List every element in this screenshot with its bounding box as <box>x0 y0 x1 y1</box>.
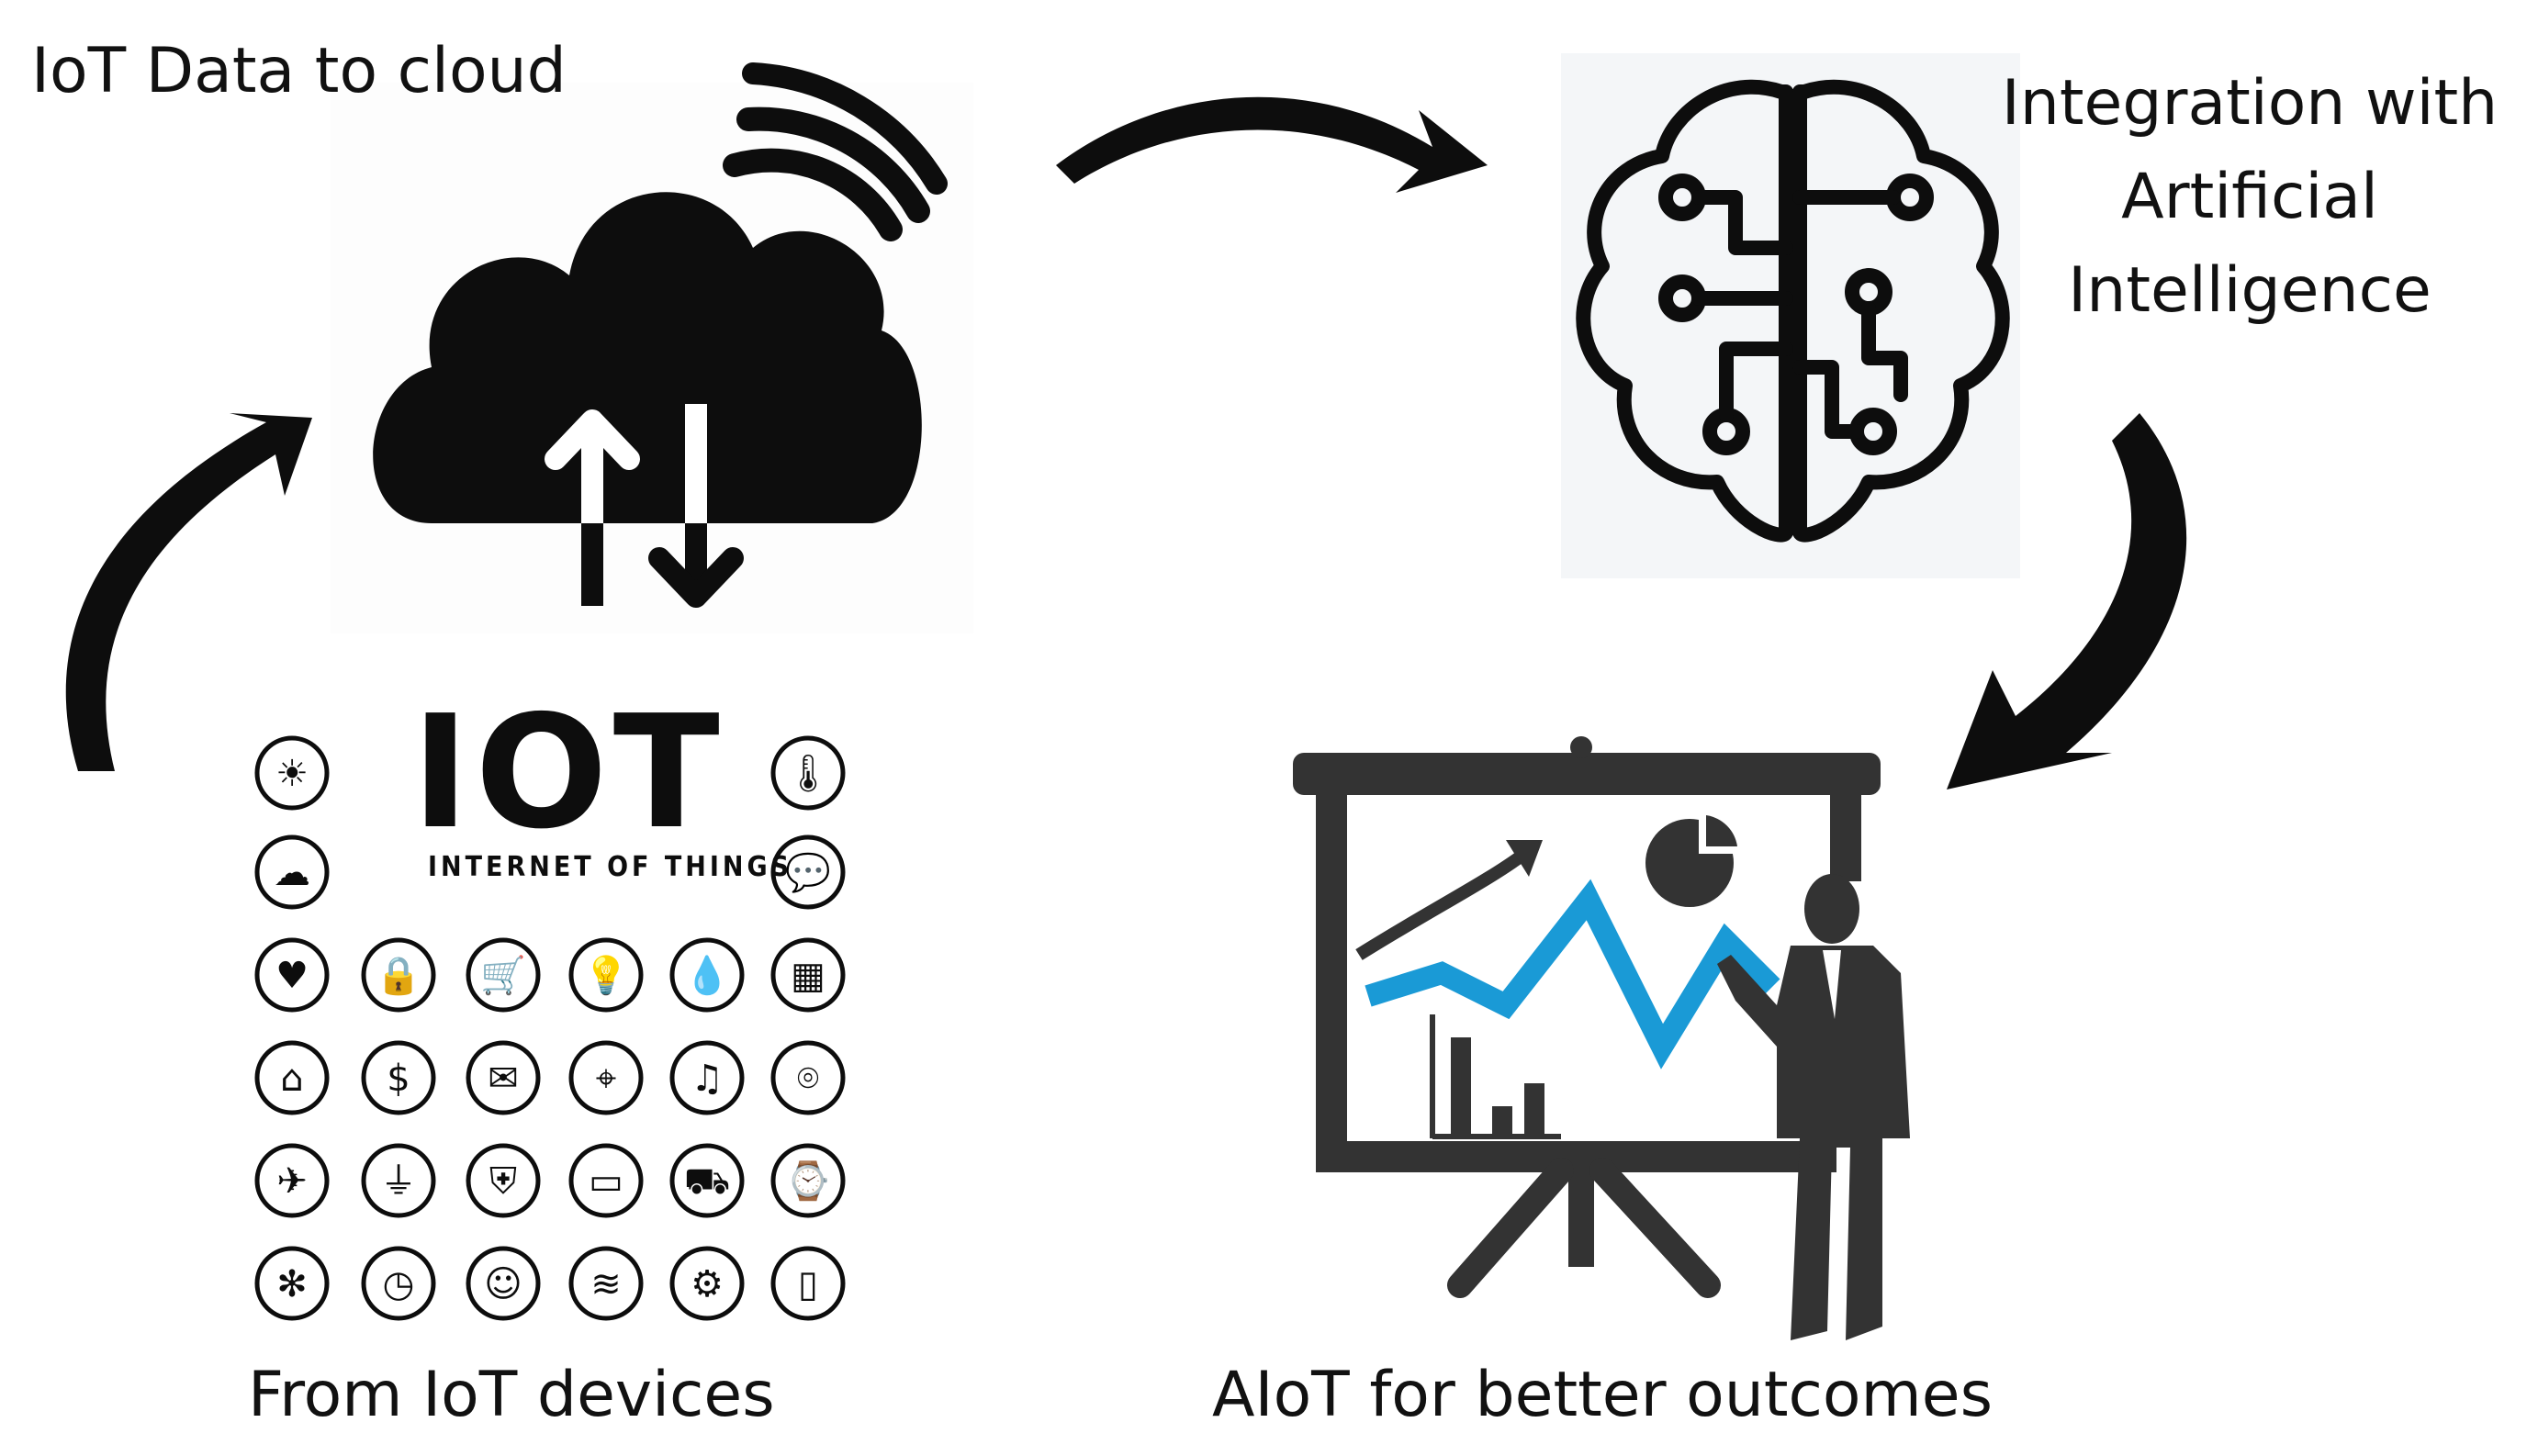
user-icon: ☺ <box>466 1246 541 1321</box>
weather-icon: ☀ <box>254 735 330 811</box>
svg-text:≋: ≋ <box>590 1263 622 1305</box>
gear-icon: ⚙ <box>669 1246 745 1321</box>
arrow-ai-to-aiot <box>1947 413 2187 790</box>
svg-text:⏚: ⏚ <box>380 1160 417 1203</box>
iot-logo: IOT INTERNET OF THINGS <box>411 682 792 883</box>
lightbulb-icon: 💡 <box>568 937 644 1013</box>
money-icon: $ <box>361 1040 436 1115</box>
svg-text:☀: ☀ <box>275 753 309 795</box>
cloud-headset-icon: ☁ <box>254 834 330 910</box>
svg-text:⌾: ⌾ <box>797 1058 819 1100</box>
svg-text:💧: 💧 <box>684 954 730 997</box>
svg-text:♥: ♥ <box>275 955 309 997</box>
svg-text:⌖: ⌖ <box>596 1058 617 1100</box>
smart-home-icon: ⌂ <box>254 1040 330 1115</box>
smartwatch-icon: ⌚ <box>770 1143 846 1218</box>
svg-text:✻: ✻ <box>276 1263 308 1305</box>
wifi-icon: ≋ <box>568 1246 644 1321</box>
presenter-silhouette <box>1717 874 1910 1340</box>
svg-text:⛟: ⛟ <box>684 1160 730 1203</box>
svg-text:🛒: 🛒 <box>480 954 526 997</box>
aiot-stage-label: AIoT for better outcomes <box>1212 1359 1994 1431</box>
calendar-icon: ▦ <box>770 937 846 1013</box>
svg-text:✈: ✈ <box>276 1160 308 1203</box>
lock-icon: 🔒 <box>361 937 436 1013</box>
devices-stage-label: From IoT devices <box>248 1359 775 1431</box>
svg-text:⚙: ⚙ <box>691 1263 724 1305</box>
svg-text:◷: ◷ <box>383 1263 415 1305</box>
arrow-cloud-to-ai <box>1056 96 1488 193</box>
plug-icon: ⏚ <box>361 1143 436 1218</box>
device-icon-grid: ☀ 🌡 ☁ 💬 ♥ 🔒 🛒 💡 💧 ▦ ⌂ $ ✉ ⌖ ♫ ⌾ ✈ ⏚ ⛨ ▭ ⛟ ⌚ ✻ ◷ ☺ ≋ ⚙ ▯ <box>254 735 846 1321</box>
ai-label-line-3: Intelligence <box>2068 254 2432 327</box>
svg-text:♫: ♫ <box>691 1058 724 1100</box>
ai-label-line-2: Artificial <box>2121 161 2378 233</box>
location-icon: ⌾ <box>770 1040 846 1115</box>
svg-text:🔒: 🔒 <box>376 955 421 997</box>
svg-text:⌂: ⌂ <box>280 1058 303 1100</box>
svg-text:✉: ✉ <box>488 1058 519 1100</box>
svg-text:▦: ▦ <box>791 955 825 997</box>
ai-stage-label: Integration with Artificial Intelligence <box>1993 57 2507 338</box>
clock-icon: ◷ <box>361 1246 436 1321</box>
svg-text:☁: ☁ <box>274 852 310 894</box>
svg-text:▯: ▯ <box>798 1263 818 1305</box>
chat-icon: 💬 <box>770 834 846 910</box>
fan-icon: ✻ <box>254 1246 330 1321</box>
cart-icon: 🛒 <box>466 937 541 1013</box>
camera-icon: ⌖ <box>568 1040 644 1115</box>
iot-logo-subtitle: INTERNET OF THINGS <box>428 851 792 883</box>
arrow-devices-to-cloud <box>65 413 312 771</box>
faucet-icon: 💧 <box>669 937 745 1013</box>
music-icon: ♫ <box>669 1040 745 1115</box>
heart-monitor-icon: ♥ <box>254 937 330 1013</box>
airplane-icon: ✈ <box>254 1143 330 1218</box>
presenter-chart-icon <box>1293 736 1910 1340</box>
svg-text:🌡: 🌡 <box>785 753 832 795</box>
svg-text:⌚: ⌚ <box>785 1159 831 1203</box>
cloud-upload-download-icon <box>373 62 948 608</box>
iot-logo-title: IOT <box>411 682 725 864</box>
svg-text:☺: ☺ <box>484 1263 522 1305</box>
mail-icon: ✉ <box>466 1040 541 1115</box>
svg-text:💡: 💡 <box>583 954 629 997</box>
svg-text:💬: 💬 <box>785 851 831 894</box>
ai-label-line-1: Integration with <box>2001 67 2499 140</box>
phone-icon: ▯ <box>770 1246 846 1321</box>
svg-text:▭: ▭ <box>589 1160 623 1203</box>
shield-lock-icon: ⛨ <box>466 1143 541 1218</box>
svg-text:$: $ <box>387 1058 410 1100</box>
car-icon: ⛟ <box>669 1143 745 1218</box>
thermometer-icon: 🌡 <box>770 735 846 811</box>
laptop-icon: ▭ <box>568 1143 644 1218</box>
cloud-stage-label: IoT Data to cloud <box>31 35 567 107</box>
ai-brain-circuit-icon <box>1576 79 2010 543</box>
svg-text:⛨: ⛨ <box>489 1160 517 1203</box>
